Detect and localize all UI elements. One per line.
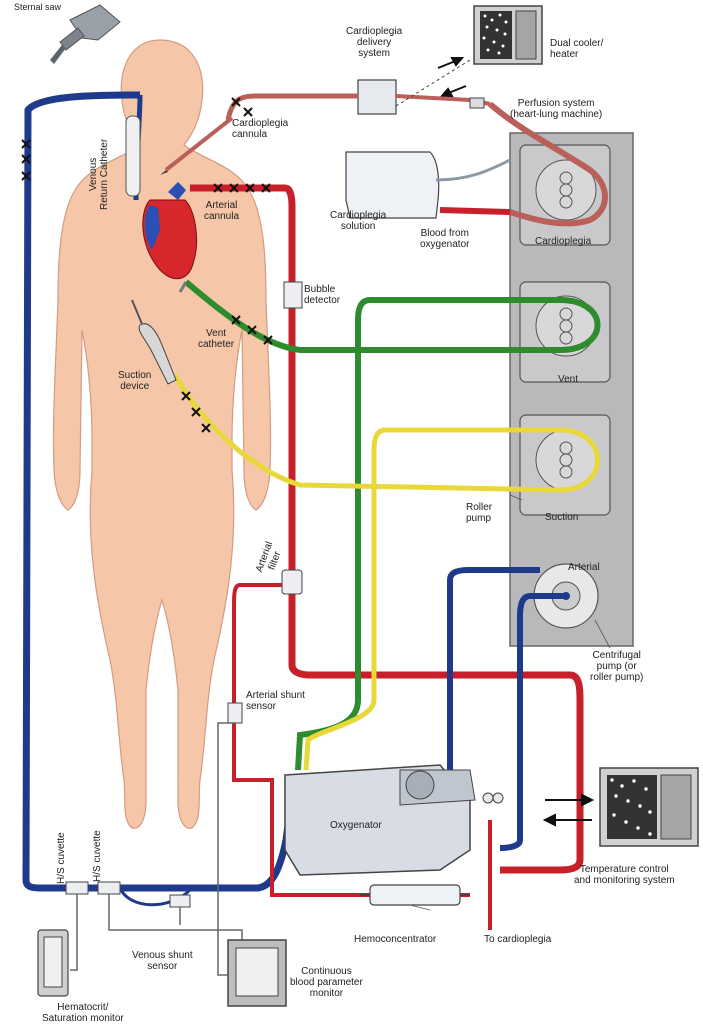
oxygenator [285, 765, 503, 875]
label-perfusion-system: Perfusion system (heart-lung machine) [510, 98, 602, 120]
hs-cuvette-1 [66, 882, 88, 894]
label-hemoconcentrator: Hemoconcentrator [354, 934, 436, 945]
label-cardioplegia-delivery: Cardioplegia delivery system [346, 26, 402, 59]
label-arterial-cannula: Arterial cannula [204, 200, 239, 222]
label-hs-cuvette-1: H/S cuvette [56, 832, 67, 884]
hemoconcentrator [360, 885, 470, 905]
temperature-control-system [600, 768, 698, 846]
label-bubble-detector: Bubble detector [304, 284, 340, 306]
exchange-arrows-bottom [545, 795, 592, 825]
label-suction-device: Suction device [118, 370, 151, 392]
label-venous-return-catheter: Venous Return Catheter [88, 139, 110, 210]
label-cardioplegia-cannula: Cardioplegia cannula [232, 118, 288, 140]
dual-cooler-heater [474, 6, 542, 64]
label-vent-catheter: Vent catheter [198, 328, 234, 350]
bubble-detector [284, 282, 302, 308]
sternal-saw-icon [50, 5, 120, 64]
label-cardioplegia-pump: Cardioplegia [535, 236, 591, 247]
cardioplegia-solution-bag [346, 152, 439, 218]
label-sternal-saw: Sternal saw [14, 2, 61, 12]
label-arterial-shunt-sensor: Arterial shunt sensor [246, 690, 305, 712]
label-suction-pump: Suction [545, 512, 578, 523]
label-venous-shunt-sensor: Venous shunt sensor [132, 950, 193, 972]
label-vent-pump: Vent [558, 374, 578, 385]
label-dual-cooler: Dual cooler/ heater [550, 38, 603, 60]
cardioplegia-pump [520, 145, 610, 245]
hs-cuvette-2 [98, 882, 120, 894]
label-oxygenator: Oxygenator [330, 820, 382, 831]
arterial-shunt-sensor [228, 703, 242, 723]
continuous-blood-parameter-monitor [228, 940, 286, 1006]
label-cardioplegia-solution: Cardioplegia solution [330, 210, 386, 232]
label-hs-cuvette-2: H/S cuvette [92, 830, 103, 882]
label-roller-pump: Roller pump [466, 502, 492, 524]
label-hematocrit-monitor: Hematocrit/ Saturation monitor [42, 1002, 124, 1024]
cardioplegia-line [228, 96, 358, 120]
label-to-cardioplegia: To cardioplegia [484, 934, 551, 945]
label-temperature-control: Temperature control and monitoring syste… [574, 864, 675, 886]
cardioplegia-delivery-system [358, 80, 396, 114]
label-continuous-monitor: Continuous blood parameter monitor [290, 966, 363, 999]
label-centrifugal-pump: Centrifugal pump (or roller pump) [590, 650, 643, 683]
label-blood-from-oxygenator: Blood from oxygenator [420, 228, 469, 250]
arterial-filter [282, 570, 302, 594]
label-arterial-pump: Arterial [568, 562, 600, 573]
venous-shunt-sensor [170, 895, 190, 907]
hematocrit-saturation-monitor [38, 930, 68, 996]
